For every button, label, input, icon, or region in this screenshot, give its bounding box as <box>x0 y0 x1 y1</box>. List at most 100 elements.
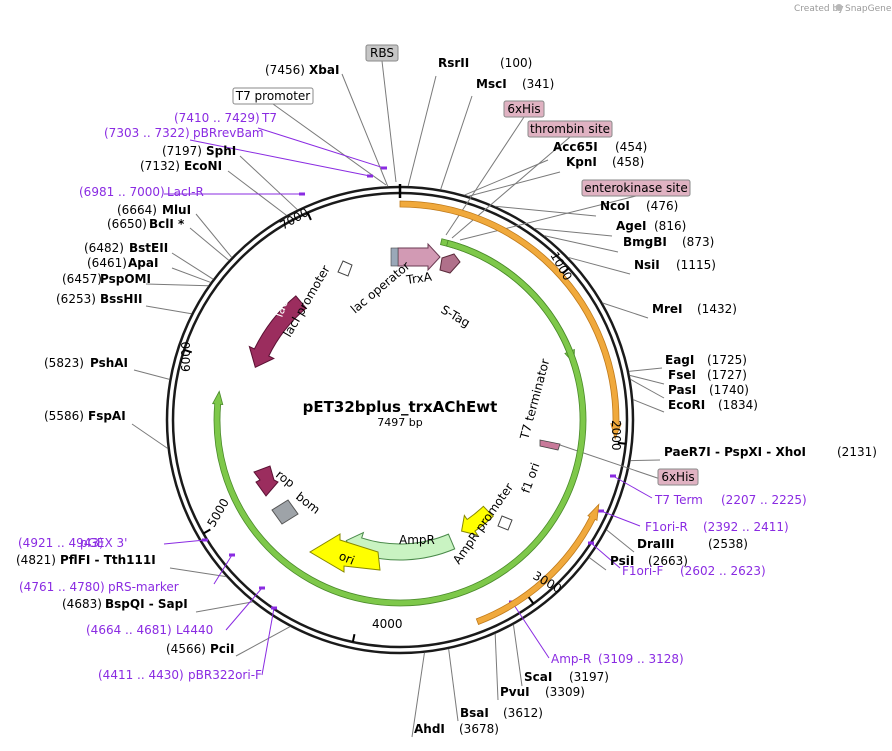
t7-terminator-marker <box>539 439 561 451</box>
site-position-label: (6650) <box>107 217 147 231</box>
site-leader-line <box>630 378 665 399</box>
tick-label: 5000 <box>204 496 231 529</box>
site-position-label: (3197) <box>569 670 609 684</box>
site-name-label: EagI <box>665 353 694 367</box>
site-name-label: BstEII <box>129 241 168 255</box>
site-name-label: MscI <box>476 77 507 91</box>
site-position-label: (6457) <box>62 272 102 286</box>
primer-leader-line <box>163 539 206 545</box>
site-name-label: AgeI <box>616 219 646 233</box>
site-position-label: (5823) <box>44 356 84 370</box>
feature-name-label: AmpR <box>399 533 435 547</box>
site-name-label: AhdI <box>414 722 445 736</box>
tick-mark <box>351 634 356 643</box>
site-position-label: (6461) <box>87 256 127 270</box>
feature-label-text: enterokinase site <box>584 181 687 195</box>
site-leader-line <box>227 170 287 216</box>
site-leader-line <box>512 624 523 687</box>
site-name-label: PflFI - Tth111I <box>60 553 156 567</box>
primer-binding-mark <box>367 174 373 178</box>
trxA-orf-arrow <box>399 200 622 441</box>
site-position-label: (6253) <box>56 292 96 306</box>
site-leader-line <box>602 302 649 319</box>
site-leader-line <box>195 601 253 613</box>
primer-range-label: (3109 .. 3128) <box>598 652 684 666</box>
feature-leader-line <box>272 103 387 186</box>
lacI-promoter-marker <box>337 260 353 277</box>
site-leader-line <box>411 652 425 738</box>
primer-name-label: F1ori-R <box>645 520 688 534</box>
site-leader-line <box>464 159 549 196</box>
site-name-label: BmgBI <box>623 235 667 249</box>
feature-label-box <box>503 100 545 118</box>
tick-mark <box>183 348 193 354</box>
lacI-feature-arrow <box>248 295 307 369</box>
primer-binding-mark <box>259 586 265 590</box>
feature-label-text: thrombin site <box>530 122 610 136</box>
site-name-label: PvuI <box>500 685 530 699</box>
site-leader-line <box>235 626 291 657</box>
feature-leader-line <box>459 195 637 241</box>
watermark-brand: SnapGene <box>845 4 892 14</box>
primer-name-label: pGEX 3' <box>80 536 127 550</box>
site-leader-line <box>239 155 298 211</box>
primer-name-label: LacI-R <box>167 185 204 199</box>
primer-binding-mark <box>202 538 208 542</box>
site-name-label: BspQI - SapI <box>105 597 188 611</box>
rop-feature-arrow <box>253 465 279 497</box>
tick-mark <box>617 441 626 445</box>
watermark-created-by: Created by <box>794 4 844 14</box>
primer-name-label: Amp-R <box>551 652 591 666</box>
site-leader-line <box>589 557 607 571</box>
primer-leader-line <box>600 510 641 527</box>
site-leader-line <box>145 305 192 315</box>
site-name-label: XbaI <box>309 63 339 77</box>
bom-feature-marker <box>271 499 299 525</box>
site-leader-line <box>629 374 665 385</box>
primer-range-label: (2207 .. 2225) <box>721 493 807 507</box>
feature-label-box <box>527 120 613 138</box>
site-name-label: FseI <box>668 368 696 382</box>
ori-feature-arrow <box>309 533 381 573</box>
site-name-label: DraIII <box>637 537 674 551</box>
site-position-label: (100) <box>500 56 532 70</box>
site-leader-line <box>568 256 631 275</box>
tick-mark <box>202 528 211 535</box>
site-name-label: Acc65I <box>553 140 598 154</box>
primer-binding-mark <box>381 166 387 170</box>
site-name-label: ScaI <box>524 670 552 684</box>
primer-range-label: (4411 .. 4430) <box>98 668 184 682</box>
tick-mark <box>306 212 312 221</box>
feature-name-label: S-Tag <box>439 302 473 330</box>
primer-leader-line <box>225 587 263 631</box>
site-leader-line <box>171 252 214 280</box>
primer-binding-mark <box>598 509 604 513</box>
feature-label-box <box>365 44 399 62</box>
site-leader-line <box>534 227 613 237</box>
site-position-label: (6482) <box>84 241 124 255</box>
primer-leader-line <box>261 607 275 676</box>
primer-leader-line <box>511 601 550 659</box>
site-leader-line <box>440 95 473 190</box>
primer-binding-mark <box>299 192 305 196</box>
f1-ori-arrow <box>460 505 494 536</box>
site-name-label: PsiI <box>610 554 634 568</box>
site-position-label: (1834) <box>718 398 758 412</box>
site-name-label: RsrII <box>438 56 469 70</box>
site-name-label: MreI <box>652 302 682 316</box>
site-position-label: (476) <box>646 199 678 213</box>
site-leader-line <box>628 367 663 372</box>
primer-leader-line <box>612 475 653 499</box>
primer-range-label: (7410 .. 7429) <box>174 111 260 125</box>
tick-label: 4000 <box>372 617 403 631</box>
site-leader-line <box>630 459 661 462</box>
tick-mark <box>527 596 535 605</box>
site-name-label: BclI * <box>149 217 185 231</box>
site-leader-line <box>407 75 437 187</box>
site-name-label: BsaI <box>460 706 489 720</box>
site-leader-line <box>448 648 459 722</box>
feature-label-box <box>232 87 314 105</box>
primer-name-label: pRS-marker <box>108 580 179 594</box>
primer-binding-mark <box>588 541 594 545</box>
feature-label-text: 6xHis <box>507 102 540 116</box>
